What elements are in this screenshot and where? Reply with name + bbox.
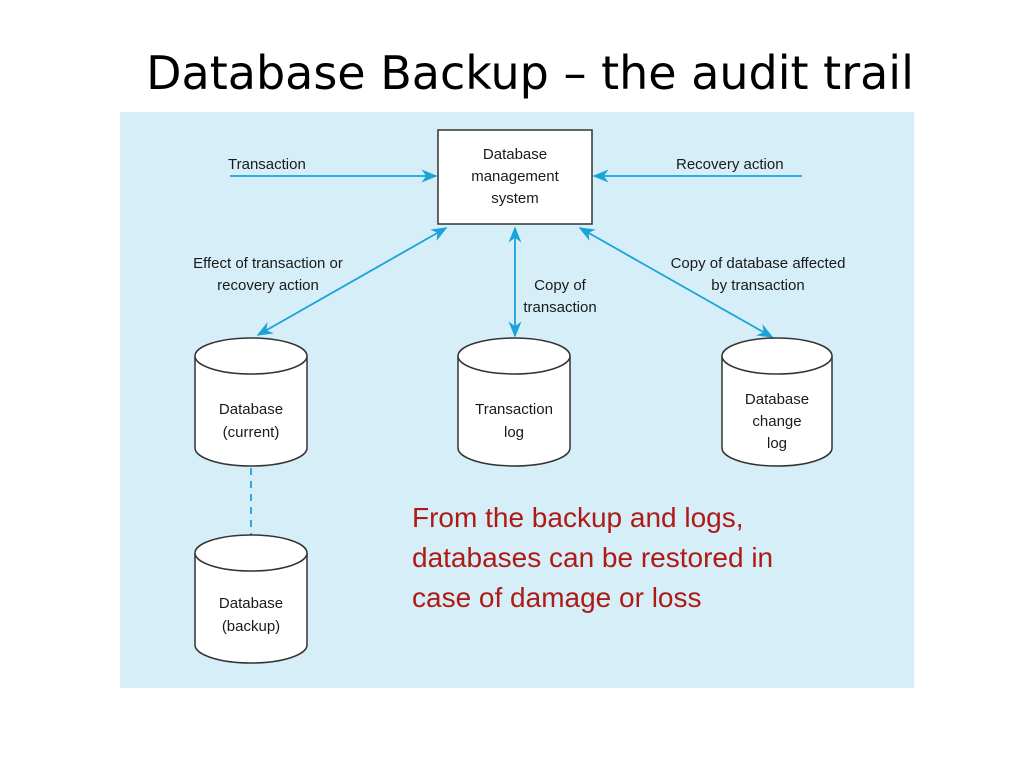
transaction-log-label-line-2: log <box>504 424 524 441</box>
db-change-log-label-line-2: change <box>752 413 801 430</box>
copy-of-database-line-1: Copy of database affected <box>671 255 846 272</box>
transaction-log-label-line-1: Transaction <box>475 401 553 418</box>
copy-of-database-arrow <box>578 227 774 338</box>
db-change-log-cylinder: Database change log <box>721 337 833 467</box>
recovery-action-label: Recovery action <box>676 156 784 173</box>
dbms-label-line-2: management <box>471 168 559 185</box>
copy-of-transaction-line-1: Copy of <box>534 277 587 294</box>
db-current-label-line-1: Database <box>219 401 283 418</box>
effect-label-line-1: Effect of transaction or <box>193 255 343 272</box>
copy-of-database-line-2: by transaction <box>711 277 804 294</box>
db-change-log-label-line-1: Database <box>745 391 809 408</box>
transaction-log-cylinder: Transaction log <box>457 337 571 467</box>
copy-of-transaction-line-2: transaction <box>523 299 596 316</box>
effect-arrow <box>256 227 448 336</box>
db-change-log-label-line-3: log <box>767 435 787 452</box>
dbms-label-line-3: system <box>491 190 539 207</box>
effect-label-line-2: recovery action <box>217 277 319 294</box>
slide-title: Database Backup – the audit trail <box>146 46 914 100</box>
db-backup-label-line-1: Database <box>219 595 283 612</box>
restore-note: From the backup and logs, databases can … <box>412 502 774 613</box>
dbms-box: Database management system <box>437 129 593 225</box>
dbms-label-line-1: Database <box>483 146 547 163</box>
db-current-cylinder: Database (current) <box>194 337 308 467</box>
db-backup-cylinder: Database (backup) <box>194 534 308 664</box>
transaction-label: Transaction <box>228 156 306 173</box>
db-backup-label-line-2: (backup) <box>222 618 280 635</box>
db-current-label-line-2: (current) <box>223 424 280 441</box>
